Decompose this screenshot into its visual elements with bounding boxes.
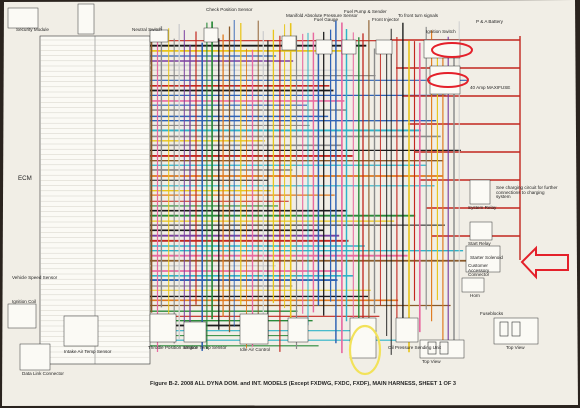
- data-link-label: Data Link Connector: [22, 371, 64, 376]
- ignition-switch-label: Ignition Switch: [426, 29, 456, 34]
- highlight-marks: [348, 42, 569, 376]
- ignition-coil-label: Ignition Coil: [12, 299, 37, 304]
- yellow-circle-mark: [348, 324, 382, 376]
- bottom-connectors: [7, 303, 539, 371]
- top-connectors: [7, 3, 461, 95]
- system-relay-label: System Relay: [468, 205, 497, 210]
- idle-air-control-label: Idle Air Control: [240, 347, 271, 352]
- manifold-pressure-label: Manifold Absolute Pressure Sensor: [286, 13, 358, 18]
- fuse-icons: [427, 321, 521, 355]
- rear-injector-label: To front turn signals: [398, 13, 439, 18]
- maxifuse-label: 40 Amp MAXIFUSE: [470, 85, 511, 90]
- right-side-components: [461, 179, 501, 293]
- ckp-sensor-label: Check Position Sensor: [206, 7, 253, 12]
- engine-temp-label: Engine Temp Sensor: [184, 345, 227, 350]
- top-view-label-2: Top View: [506, 345, 525, 350]
- oil-pressure-label: Oil Pressure Sending Unit: [388, 345, 441, 350]
- starter-solenoid-label: Starter Solenoid: [470, 255, 503, 260]
- fuel-gauge-label: Fuel Gauge: [314, 17, 339, 22]
- intake-air-temp-label: Intake Air Temp Sensor: [64, 349, 112, 354]
- battery-label: P & A Battery: [476, 19, 503, 24]
- red-circle-mark-upper: [431, 42, 473, 58]
- neutral-switch-label: Neutral Switch: [132, 27, 162, 32]
- figure-caption: Figure B-2. 2008 ALL DYNA DOM. and INT. …: [150, 381, 456, 387]
- top-view-label-1: Top View: [422, 359, 441, 364]
- security-module-label: Security Module: [16, 27, 49, 32]
- red-circle-mark-lower: [427, 72, 469, 88]
- fuseblocks-label: Fuseblocks: [480, 311, 504, 316]
- start-relay-label: Start Relay: [468, 241, 491, 246]
- vehicle-speed-label: Vehicle Speed Sensor: [12, 275, 58, 280]
- fuel-pump-label: Fuel Pump & Sender: [344, 9, 387, 14]
- red-arrow-mark: [520, 245, 569, 280]
- throttle-position-label: Throttle Position Sensor: [148, 345, 198, 350]
- ecm-label: ECM: [18, 175, 32, 182]
- vertical-wires: [150, 20, 460, 355]
- charging-note: See charging circuit for further connect…: [496, 185, 558, 200]
- customer-connector-label: Customer Accessory Connector: [468, 263, 490, 278]
- front-injector-label: Front Injector: [372, 17, 400, 22]
- ecm-pin-rows: [40, 39, 150, 358]
- horn-label: Horn: [470, 293, 480, 298]
